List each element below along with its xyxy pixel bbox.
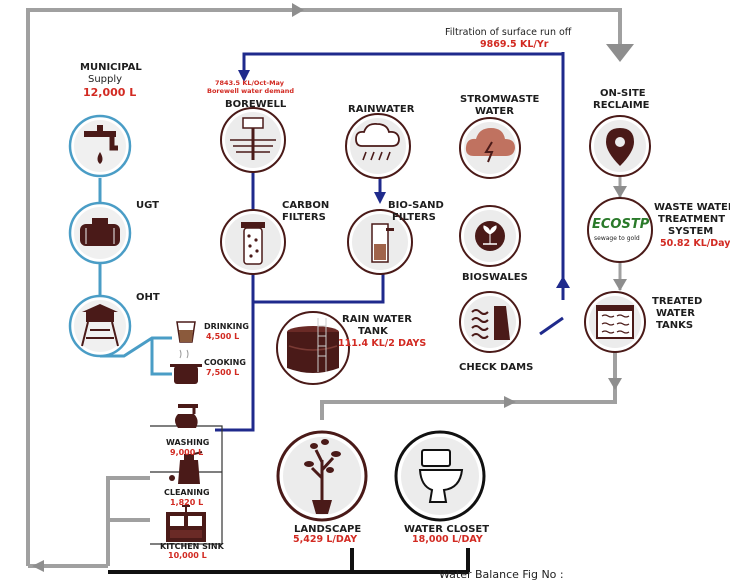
closet-label: WATER CLOSET [404,524,490,535]
closet-value: 18,000 L/DAY [412,534,483,545]
borewell-demand-value: 7843.5 KL/Oct-May [215,79,284,87]
drinking-label: DRINKING [204,322,249,331]
cleaning-value: 1,820 L [170,498,204,507]
ecostp-logo-text: ECOSTP [592,217,650,232]
carbon-filter-icon [220,209,286,275]
rain-tank-label-1: RAIN WATER [342,314,412,325]
treated-arrow [613,279,627,291]
bioswales-label: BIOSWALES [462,272,528,283]
check-dam-icon [459,291,521,353]
checkdams-label: CHECK DAMS [459,362,534,373]
location-pin-icon [589,115,651,177]
municipal-value: 12,000 L [83,86,137,99]
figure-caption: Water Balance Fig No : [439,568,564,581]
treated-tank-icon [584,291,646,353]
biosand-label-2: FILTERS [392,212,436,223]
washing-value: 9,000 L [170,448,204,457]
filtration-label: Filtration of surface run off [445,27,572,38]
top-arrow-head [292,3,304,17]
biosand-label-1: BIO-SAND [388,200,444,211]
cooking-value: 7,500 L [206,368,240,377]
stp-arrow [613,186,627,198]
oht-label: OHT [136,292,160,303]
stormwaste-label-1: STROMWASTE [460,94,540,105]
storm-cloud-icon [459,117,521,179]
ugt-label: UGT [136,200,159,211]
washing-label: WASHING [166,438,210,447]
hand-wash-icon [175,404,198,428]
underground-tank-icon [68,201,132,265]
landscape-label: LANDSCAPE [294,524,362,535]
spray-bottle-icon [169,451,203,484]
pot-icon [170,349,202,384]
borewell-icon [220,107,286,173]
stp-label-2: TREATMENT [658,214,726,225]
up-arrow [556,276,570,288]
rain-tank-label-2: TANK [358,326,388,337]
stp-label-1: WASTE WATER [654,202,730,213]
bioswale-icon [459,205,521,267]
cleaning-label: CLEANING [164,488,210,497]
kitchen-sink-icon [166,505,206,542]
black-supply-lines [108,548,470,574]
borewell-arrow [238,70,250,82]
treated-label-1: TREATED [652,296,703,307]
municipal-title: MUNICIPAL [80,62,142,73]
toilet-icon [394,430,486,522]
landscape-arrow [504,396,516,408]
onsite-label-2: RECLAIME [593,100,650,111]
carbon-label-2: FILTERS [282,212,326,223]
borewell-label: BOREWELL [225,99,287,110]
kitchen-label: KITCHEN SINK [160,542,224,551]
ecostp-logo-tag: sewage to gold [594,235,640,242]
glass-icon [176,321,196,343]
landscape-value: 5,429 L/DAY [293,534,358,545]
municipal-subtitle: Supply [88,74,123,85]
teal-supply-lines [98,178,172,376]
tap-icon [68,114,132,178]
rain-tank-value: 111.4 KL/2 DAYS [338,338,427,349]
sand-filter-icon [347,209,413,275]
onsite-label-1: ON-SITE [600,88,646,99]
treated-label-3: TANKS [656,320,694,331]
rain-cloud-icon [345,113,411,179]
rain-tank-icon [276,311,350,385]
drinking-value: 4,500 L [206,332,240,341]
ecostp-logo [587,197,653,263]
blue-flow-lines [215,52,565,432]
overhead-tank-icon [68,294,132,358]
stp-value: 50.82 KL/Day [660,238,730,249]
onsite-arrow-head [606,44,634,62]
kitchen-value: 10,000 L [168,551,207,560]
borewell-demand-label: Borewell water demand [207,87,295,95]
rainwater-label: RAINWATER [348,104,415,115]
tree-icon [276,430,368,522]
treated-label-2: WATER [656,308,695,319]
cooking-label: COOKING [204,358,246,367]
filtration-value: 9869.5 KL/Yr [480,39,549,50]
treated-down-arrow [608,378,622,390]
stormwaste-label-2: WATER [475,106,514,117]
stp-label-3: SYSTEM [668,226,714,237]
rain-arrow [374,192,386,204]
carbon-label-1: CARBON [282,200,330,211]
bottom-left-arrow-head [32,560,44,572]
